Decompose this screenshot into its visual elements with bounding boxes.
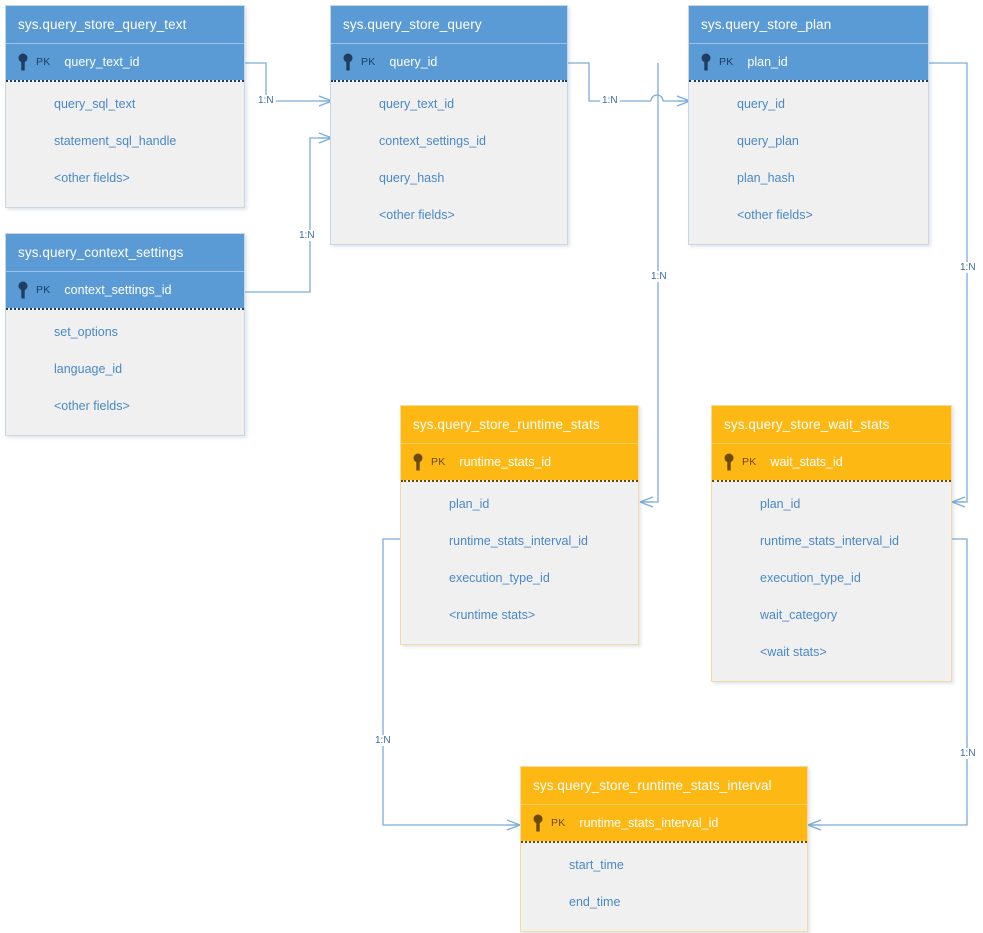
key-icon bbox=[18, 281, 28, 299]
entity-header: sys.query_store_runtime_stats bbox=[401, 406, 638, 444]
entity-field: query_id bbox=[737, 97, 785, 111]
entity-primary-key-row[interactable]: PK plan_id bbox=[689, 44, 928, 80]
entity-field: statement_sql_handle bbox=[54, 134, 177, 148]
entity-query-context-settings[interactable]: sys.query_context_settings PK context_se… bbox=[5, 233, 245, 436]
entity-header: sys.query_context_settings bbox=[6, 234, 244, 272]
entity-field: context_settings_id bbox=[379, 134, 487, 148]
entity-primary-key-row[interactable]: PK runtime_stats_id bbox=[401, 444, 638, 480]
entity-field: <runtime stats> bbox=[449, 608, 536, 622]
key-icon bbox=[724, 453, 734, 471]
key-icon bbox=[343, 53, 353, 71]
entity-field-list: start_time end_time bbox=[521, 843, 807, 931]
key-icon bbox=[701, 53, 711, 71]
connector-context-to-query bbox=[245, 132, 333, 293]
entity-field: execution_type_id bbox=[760, 571, 861, 585]
pk-separator bbox=[6, 308, 244, 310]
connector-plan-to-runtime-stats bbox=[639, 63, 659, 508]
entity-field: set_options bbox=[54, 325, 118, 339]
entity-field: <other fields> bbox=[54, 399, 130, 413]
entity-field: end_time bbox=[569, 895, 621, 909]
entity-query-store-runtime-stats[interactable]: sys.query_store_runtime_stats PK runtime… bbox=[400, 405, 639, 645]
pk-field-name: runtime_stats_interval_id bbox=[579, 816, 719, 830]
pk-field-name: context_settings_id bbox=[64, 283, 172, 297]
entity-field: runtime_stats_interval_id bbox=[449, 534, 588, 548]
pk-badge: PK bbox=[551, 817, 566, 829]
pk-separator bbox=[689, 80, 928, 82]
entity-query-store-wait-stats[interactable]: sys.query_store_wait_stats PK wait_stats… bbox=[711, 405, 952, 682]
entity-primary-key-row[interactable]: PK runtime_stats_interval_id bbox=[521, 805, 807, 841]
entity-field-list: plan_id runtime_stats_interval_id execut… bbox=[712, 482, 951, 681]
entity-header: sys.query_store_runtime_stats_interval bbox=[521, 767, 807, 805]
pk-field-name: query_id bbox=[389, 55, 438, 69]
entity-field: wait_category bbox=[760, 608, 838, 622]
entity-field: <other fields> bbox=[379, 208, 455, 222]
pk-separator bbox=[331, 80, 567, 82]
entity-field: plan_hash bbox=[737, 171, 795, 185]
key-icon bbox=[18, 53, 28, 71]
pk-badge: PK bbox=[719, 56, 734, 68]
entity-field: query_sql_text bbox=[54, 97, 136, 111]
pk-field-name: query_text_id bbox=[64, 55, 140, 69]
entity-primary-key-row[interactable]: PK query_id bbox=[331, 44, 567, 80]
entity-field: <wait stats> bbox=[760, 645, 827, 659]
entity-field: query_text_id bbox=[379, 97, 455, 111]
entity-field: plan_id bbox=[449, 497, 490, 511]
entity-primary-key-row[interactable]: PK query_text_id bbox=[6, 44, 244, 80]
entity-field-list: query_text_id context_settings_id query_… bbox=[331, 82, 567, 244]
entity-field-list: set_options language_id <other fields> bbox=[6, 310, 244, 435]
pk-badge: PK bbox=[361, 56, 376, 68]
pk-separator bbox=[521, 841, 807, 843]
entity-header: sys.query_store_query_text bbox=[6, 6, 244, 44]
entity-primary-key-row[interactable]: PK wait_stats_id bbox=[712, 444, 951, 480]
cardinality-label-text-to-query: 1:N bbox=[256, 95, 276, 106]
pk-badge: PK bbox=[36, 284, 51, 296]
pk-separator bbox=[401, 480, 638, 482]
pk-badge: PK bbox=[36, 56, 51, 68]
entity-header: sys.query_store_plan bbox=[689, 6, 928, 44]
cardinality-label-plan-to-wait-stats: 1:N bbox=[958, 262, 978, 273]
pk-field-name: runtime_stats_id bbox=[459, 455, 552, 469]
key-icon bbox=[533, 814, 543, 832]
entity-field-list: query_sql_text statement_sql_handle <oth… bbox=[6, 82, 244, 207]
key-icon bbox=[413, 453, 423, 471]
pk-separator bbox=[6, 80, 244, 82]
pk-field-name: plan_id bbox=[747, 55, 788, 69]
entity-header: sys.query_store_query bbox=[331, 6, 567, 44]
entity-primary-key-row[interactable]: PK context_settings_id bbox=[6, 272, 244, 308]
cardinality-label-runtime-stats-to-interval: 1:N bbox=[373, 735, 393, 746]
entity-field: language_id bbox=[54, 362, 123, 376]
pk-separator bbox=[712, 480, 951, 482]
entity-field-list: plan_id runtime_stats_interval_id execut… bbox=[401, 482, 638, 644]
cardinality-label-context-to-query: 1:N bbox=[297, 230, 317, 241]
entity-field: <other fields> bbox=[54, 171, 130, 185]
entity-field: query_hash bbox=[379, 171, 445, 185]
connector-query-to-plan bbox=[568, 62, 691, 107]
entity-field: runtime_stats_interval_id bbox=[760, 534, 899, 548]
entity-query-store-plan[interactable]: sys.query_store_plan PK plan_id query_id… bbox=[688, 5, 929, 245]
entity-field: query_plan bbox=[737, 134, 799, 148]
entity-field-list: query_id query_plan plan_hash <other fie… bbox=[689, 82, 928, 244]
entity-field: execution_type_id bbox=[449, 571, 550, 585]
cardinality-label-plan-to-runtime-stats: 1:N bbox=[649, 271, 669, 282]
entity-query-store-query-text[interactable]: sys.query_store_query_text PK query_text… bbox=[5, 5, 245, 208]
pk-badge: PK bbox=[431, 456, 446, 468]
pk-badge: PK bbox=[742, 456, 757, 468]
entity-query-store-query[interactable]: sys.query_store_query PK query_id query_… bbox=[330, 5, 568, 245]
entity-field: plan_id bbox=[760, 497, 801, 511]
entity-field: <other fields> bbox=[737, 208, 813, 222]
pk-field-name: wait_stats_id bbox=[770, 455, 843, 469]
cardinality-label-wait-stats-to-interval: 1:N bbox=[958, 748, 978, 759]
entity-query-store-runtime-stats-interval[interactable]: sys.query_store_runtime_stats_interval P… bbox=[520, 766, 808, 932]
entity-header: sys.query_store_wait_stats bbox=[712, 406, 951, 444]
entity-field: start_time bbox=[569, 858, 624, 872]
cardinality-label-query-to-plan: 1:N bbox=[600, 95, 620, 106]
